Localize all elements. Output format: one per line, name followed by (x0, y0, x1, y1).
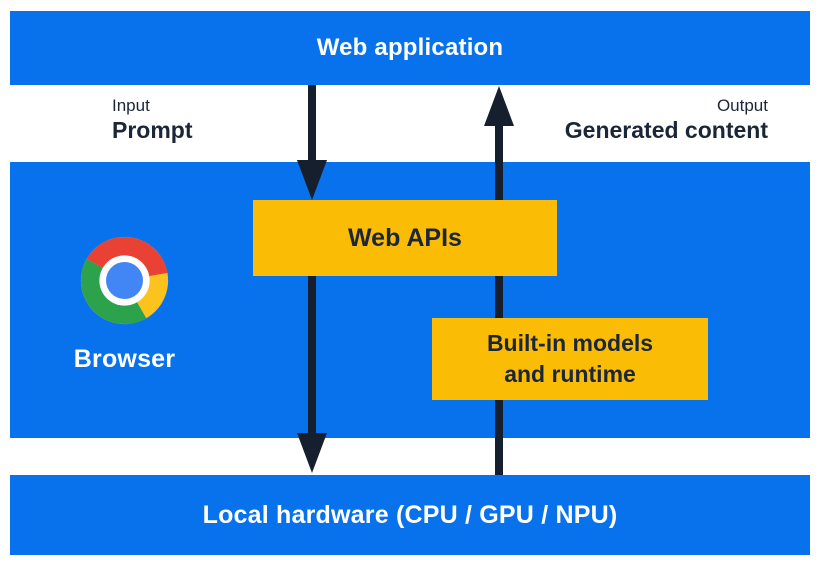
local-hardware-label: Local hardware (CPU / GPU / NPU) (202, 500, 618, 529)
built-in-models-box: Built-in models and runtime (432, 318, 708, 400)
web-application-label: Web application (316, 34, 504, 61)
browser-label: Browser (73, 345, 176, 373)
input-prompt-label: Input Prompt (112, 97, 193, 142)
web-application-bar: Web application (10, 11, 810, 85)
input-caption: Input (112, 96, 150, 115)
chrome-logo-icon (80, 236, 169, 325)
prompt-down-arrow-to-hardware (297, 276, 327, 473)
web-apis-box: Web APIs (253, 200, 557, 276)
output-up-arrow-to-web-application (484, 86, 514, 475)
browser-badge: Browser (59, 235, 190, 374)
built-in-models-label-line2: and runtime (504, 361, 636, 387)
generated-content-label: Generated content (564, 117, 768, 143)
arrowhead-down-icon (297, 433, 327, 473)
chrome-logo-blue-center (106, 262, 143, 299)
local-hardware-bar: Local hardware (CPU / GPU / NPU) (10, 475, 810, 555)
prompt-down-arrow-to-web-apis (297, 85, 327, 200)
prompt-label: Prompt (112, 117, 193, 143)
built-in-models-label-line1: Built-in models (486, 330, 654, 356)
output-caption: Output (716, 96, 768, 115)
web-apis-label: Web APIs (348, 223, 462, 252)
arrowhead-up-icon (484, 86, 514, 126)
arrowhead-down-icon (297, 160, 327, 200)
output-generated-content-label: Output Generated content (565, 97, 768, 142)
